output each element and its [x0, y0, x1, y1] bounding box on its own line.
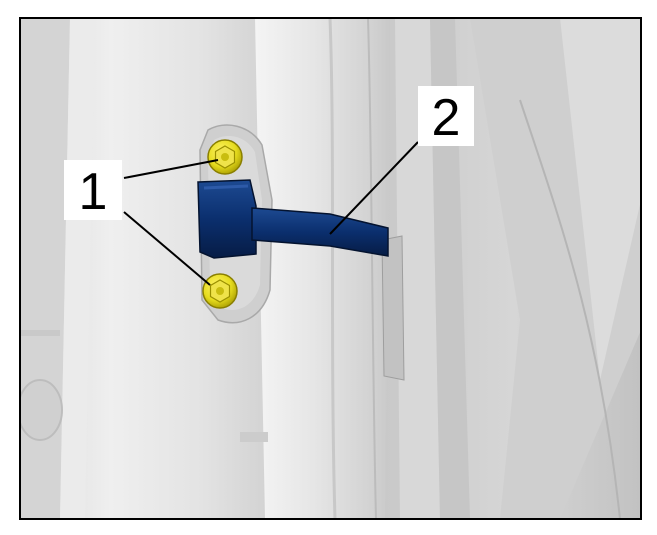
diagonal-panel-highlight	[560, 18, 641, 380]
pillar-edge-line	[328, 18, 337, 519]
hex-flange-bolt-icon	[202, 273, 238, 309]
callout-box-1	[64, 160, 122, 220]
door-edge-highlight	[60, 18, 95, 519]
strap-housing	[197, 179, 257, 259]
illustration-body	[20, 18, 641, 519]
figure-frame	[19, 17, 642, 520]
strap-arm	[251, 207, 389, 257]
door-check-strap-icon	[197, 179, 389, 259]
callout-label-2: 2	[432, 89, 461, 147]
leader-line-1a	[123, 159, 219, 179]
leader-line-2	[329, 141, 419, 235]
hex-flange-bolt-icon	[207, 139, 243, 175]
panel-hole	[20, 379, 63, 441]
strap-guide-bracket	[381, 235, 405, 381]
panel-clip-left	[20, 330, 60, 336]
panel-clip-lower	[240, 432, 268, 442]
callout-label-1: 1	[79, 163, 108, 221]
frame-crease	[519, 99, 621, 519]
pillar-edge-line-2	[367, 18, 377, 519]
pillar-body	[255, 18, 400, 519]
callout-box-2	[418, 86, 474, 146]
strap-top-edge	[203, 184, 249, 190]
leader-line-1b	[123, 211, 211, 286]
